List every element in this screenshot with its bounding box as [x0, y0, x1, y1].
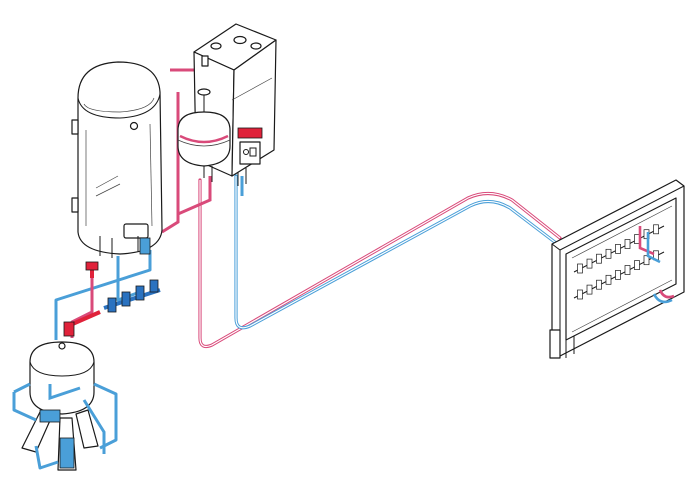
manifold-outlets — [577, 224, 659, 300]
boiler-knob-icon — [243, 149, 249, 155]
heater-control-panel — [123, 223, 149, 239]
return-outlet-valve — [605, 274, 612, 285]
supply-outlet-valve — [577, 263, 583, 274]
pressure-tank — [12, 341, 118, 471]
boiler-brand-badge — [237, 127, 263, 139]
return-outlet-valve — [615, 270, 621, 280]
return-outlet-valve — [624, 265, 631, 275]
supply-outlet-valve — [586, 258, 593, 269]
return-outlet-valve — [596, 279, 602, 290]
supply-outlet-valve — [596, 253, 602, 264]
storage-water-heater — [71, 61, 163, 258]
return-outlet-valve — [577, 289, 583, 300]
return-outlet-valve — [643, 255, 650, 266]
supply-outlet-valve — [624, 239, 631, 249]
underfloor-heating-manifold-cabinet — [549, 179, 685, 359]
valve-cluster-hot — [63, 261, 101, 337]
return-outlet-valve — [586, 284, 593, 295]
expansion-vessel — [177, 88, 231, 167]
return-outlet-valve — [634, 260, 640, 270]
pipe-supply-to-manifold — [198, 178, 562, 349]
supply-outlet-valve — [615, 244, 621, 254]
supply-outlet-valve — [605, 248, 612, 259]
valve-cluster-cold — [103, 237, 161, 313]
pipe-return-from-manifold — [234, 174, 562, 330]
supply-outlet-valve — [653, 224, 659, 235]
brand-logo-icon — [129, 121, 139, 131]
